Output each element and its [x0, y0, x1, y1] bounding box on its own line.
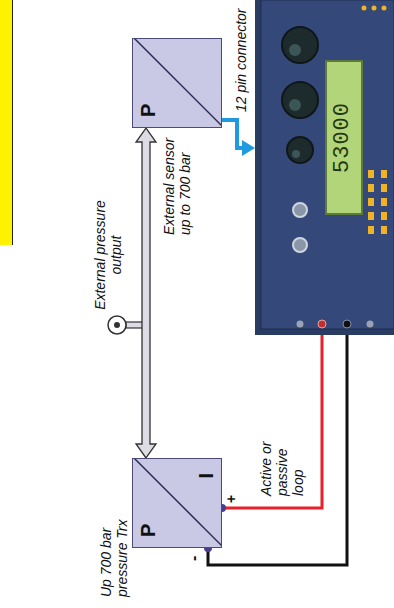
- diagonal-line: [133, 39, 221, 127]
- dot: [372, 6, 377, 11]
- key-button: [287, 137, 313, 163]
- top-dots: [362, 6, 387, 11]
- grid-key: [381, 198, 387, 206]
- grid-key: [368, 184, 374, 192]
- socket: [293, 238, 307, 252]
- pressure-double-arrow: [136, 128, 156, 458]
- grid-key: [381, 212, 387, 220]
- button-grid: [368, 170, 387, 234]
- sensor-cable: [222, 120, 255, 156]
- dot: [362, 6, 367, 11]
- fitting-stem: [126, 322, 144, 328]
- wire-line: [222, 335, 322, 508]
- key-highlight: [289, 44, 301, 56]
- dot: [382, 6, 387, 11]
- display-reading: 53000: [327, 102, 359, 173]
- diagonal-line: [133, 459, 221, 547]
- grid-key: [368, 170, 374, 178]
- grid-key: [381, 184, 387, 192]
- fitting-body: [108, 316, 126, 334]
- arrow-shape: [136, 128, 156, 458]
- terminal: [297, 321, 304, 328]
- band-border: [12, 0, 13, 245]
- sensor-box: External sensor up to 700 barP: [132, 38, 222, 128]
- calibrator-device: 12 pin connector53000: [255, 0, 394, 335]
- socket: [293, 203, 307, 217]
- grid-key: [368, 226, 374, 234]
- box-heading: External sensor up to 700 bar: [161, 131, 193, 235]
- terminal: [343, 320, 351, 328]
- transmitter-box: Up 700 bar pressure TrxPI: [132, 458, 222, 548]
- symbol-letter: P: [137, 104, 159, 117]
- key-button: [282, 27, 318, 63]
- loop-label: Active or passive loop: [258, 422, 306, 496]
- lcd-display: 53000: [325, 60, 363, 215]
- symbol-letter: I: [195, 473, 217, 479]
- pressure-fitting: [108, 316, 144, 334]
- fitting-bore: [114, 322, 120, 328]
- cable-line: [222, 120, 244, 148]
- grid-key: [368, 212, 374, 220]
- calibrator-panel: [255, 0, 394, 335]
- output-label: External pressure output: [92, 193, 124, 317]
- terminal: [367, 321, 374, 328]
- connector-label: 12 pin connector: [233, 8, 249, 112]
- grid-key: [381, 226, 387, 234]
- positive-wire: [218, 335, 322, 512]
- panel-face: [261, 0, 394, 329]
- negative-wire: [204, 335, 347, 565]
- pin-name: +: [223, 495, 239, 503]
- symbol-letter: P: [137, 524, 159, 537]
- panel-body: [255, 0, 394, 335]
- yellow-band: [0, 0, 12, 245]
- terminal: [318, 320, 326, 328]
- arrow-head: [242, 140, 255, 156]
- grid-key: [368, 198, 374, 206]
- pin-name: -: [186, 556, 202, 561]
- grid-key: [381, 170, 387, 178]
- key-highlight: [292, 150, 300, 158]
- key-highlight: [289, 99, 301, 111]
- key-button: [282, 82, 318, 118]
- box-heading: Up 700 bar pressure Trx: [98, 493, 130, 597]
- wire-line: [208, 335, 347, 565]
